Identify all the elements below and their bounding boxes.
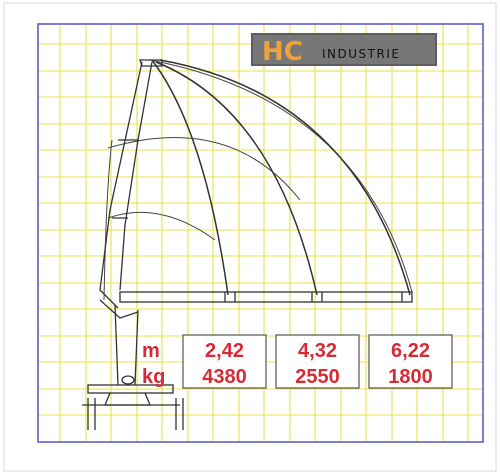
- lower-reach-arc: [103, 139, 113, 301]
- boom-tip: [139, 59, 163, 67]
- boom-left-edge: [99, 61, 143, 309]
- load-distance-value: 6,22: [391, 340, 430, 362]
- boom-joints: [112, 139, 138, 219]
- load-distance-value: 2,42: [205, 340, 244, 362]
- boom-line-2: [155, 61, 318, 296]
- chart-frame: [37, 23, 484, 443]
- outer-reach-arc: [149, 59, 413, 293]
- logo-panel: [253, 35, 435, 64]
- load-weight-value: 4380: [202, 366, 247, 388]
- boom-right-edge: [119, 61, 153, 291]
- load-box-frame: [275, 334, 360, 389]
- hc-industrie-logo: HC INDUSTRIE: [251, 33, 437, 67]
- load-box-frame: [368, 334, 453, 389]
- page-border: [3, 2, 497, 472]
- crane-structure: [82, 59, 413, 430]
- logo-text: INDUSTRIE: [322, 47, 400, 61]
- boom-lines: [151, 59, 411, 296]
- column: [114, 304, 139, 386]
- horizontal-jib: [119, 291, 413, 303]
- base-frame: [87, 384, 174, 394]
- load-box: 6,22 1800: [368, 334, 453, 389]
- boom-line-1: [151, 59, 229, 296]
- inner-reach-arc: [107, 211, 216, 241]
- jib-sections: [224, 292, 403, 302]
- load-box: 4,32 2550: [275, 334, 360, 389]
- right-outrigger-leg: [175, 398, 184, 430]
- load-weight-value: 1800: [388, 366, 433, 388]
- load-table: 2,42 4380 4,32 2550 6,22 1800: [182, 334, 453, 389]
- load-distance-value: 4,32: [298, 340, 337, 362]
- load-box: 2,42 4380: [182, 334, 267, 389]
- load-weight-value: 2550: [295, 366, 340, 388]
- distance-unit-label: m: [142, 340, 160, 362]
- boom-line-3: [159, 59, 411, 296]
- slew-ring: [121, 375, 135, 385]
- load-box-frame: [182, 334, 267, 389]
- load-unit-label: kg: [142, 366, 165, 388]
- logo-initials: HC: [262, 37, 303, 67]
- left-outrigger-leg: [87, 398, 96, 430]
- column-head: [99, 299, 139, 319]
